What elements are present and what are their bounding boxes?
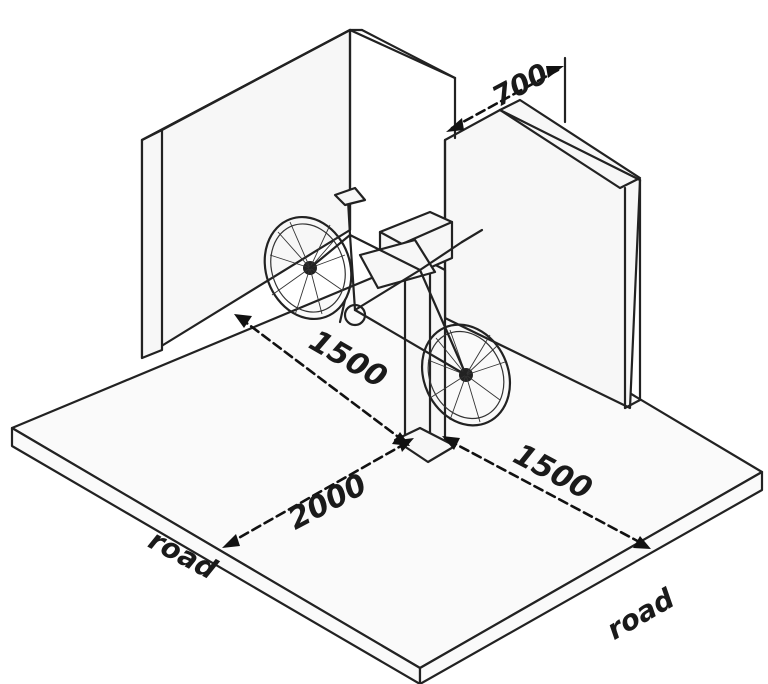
mount-box	[358, 210, 454, 290]
right-wall	[443, 76, 642, 410]
dimension-1500-right	[442, 436, 651, 549]
bicycle-wheel-lower	[420, 323, 512, 427]
dimension-700	[446, 56, 567, 132]
bicycle-frame	[308, 186, 484, 377]
label-road-right: road	[601, 581, 681, 646]
dimension-2000	[222, 438, 414, 548]
bicycle-wheel-upper	[263, 215, 353, 321]
bicycle	[263, 186, 512, 427]
stand-post	[393, 260, 457, 464]
